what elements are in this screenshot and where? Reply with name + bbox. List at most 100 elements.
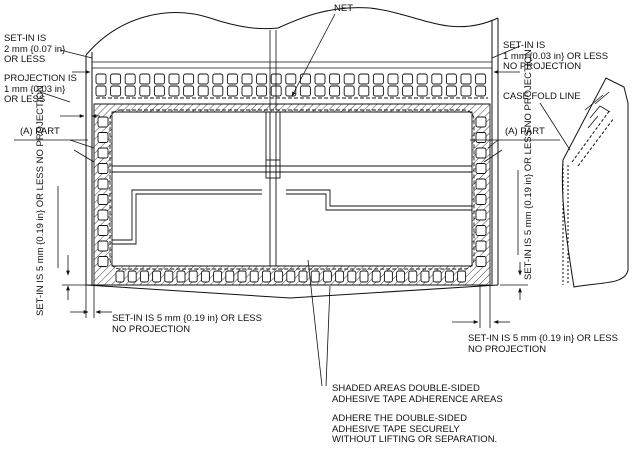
inner-compartments (112, 112, 472, 266)
cell (314, 85, 326, 97)
cell (286, 270, 296, 283)
cell (402, 85, 414, 97)
cell (460, 73, 472, 85)
cell (95, 73, 107, 85)
cell (270, 85, 282, 97)
cell (420, 270, 430, 283)
cell (475, 73, 487, 85)
cell (335, 270, 345, 283)
cell (270, 73, 282, 85)
cell (416, 85, 428, 97)
leader-lines (14, 13, 571, 387)
shaded-areas-label: SHADED AREAS DOUBLE-SIDED ADHESIVE TAPE … (332, 383, 503, 405)
adhesive-tape-band (93, 103, 491, 286)
cell (97, 256, 109, 267)
cell (226, 73, 238, 85)
cell (168, 85, 180, 97)
cell (97, 163, 109, 174)
cushion-outline (85, 18, 499, 299)
cell (387, 85, 399, 97)
setin-top-right-label: SET-IN IS 1 mm {0.03 in} OR LESS NO PROJ… (503, 40, 609, 73)
cell (256, 85, 268, 97)
cell (152, 270, 162, 283)
cell (110, 73, 122, 85)
cell (241, 73, 253, 85)
cell (408, 270, 418, 283)
cell (460, 85, 472, 97)
cell (475, 85, 487, 97)
cell (285, 73, 297, 85)
cell (153, 73, 165, 85)
cell (343, 73, 355, 85)
cell (188, 270, 198, 283)
cell (97, 225, 109, 236)
cell (358, 73, 370, 85)
cell (197, 85, 209, 97)
cell (371, 270, 381, 283)
case-fold-line-label: CASE FOLD LINE (503, 91, 581, 102)
cell (183, 73, 195, 85)
setin-bottom-center-label: SET-IN IS 5 mm {0.19 in} OR LESS NO PROJ… (112, 313, 262, 335)
cell (445, 73, 457, 85)
cell (475, 225, 487, 236)
cell (475, 194, 487, 205)
cell (256, 73, 268, 85)
cell (274, 270, 284, 283)
cell (310, 270, 320, 283)
cell (396, 270, 406, 283)
partition-lines (92, 30, 492, 110)
cell (475, 147, 487, 159)
cell (372, 85, 384, 97)
cell (97, 147, 109, 159)
cell (212, 73, 224, 85)
cell (383, 270, 393, 283)
setin-top-left-label: SET-IN IS 2 mm {0.07 in} OR LESS (4, 33, 66, 66)
tape-band-cells (97, 116, 487, 283)
cell (110, 85, 122, 97)
cell (261, 270, 271, 283)
cell (97, 116, 109, 128)
cell (197, 73, 209, 85)
cell (431, 73, 443, 85)
setin-right-vertical-label: SET-IN IS 5 mm {0.19 in} OR LESS NO PROJ… (523, 49, 534, 280)
cell (225, 270, 235, 283)
cell (241, 85, 253, 97)
cell (475, 256, 487, 267)
cell (226, 85, 238, 97)
cell (402, 73, 414, 85)
cell (127, 270, 137, 283)
cell (343, 85, 355, 97)
adhere-instruction-label: ADHERE THE DOUBLE-SIDED ADHESIVE TAPE SE… (332, 413, 498, 446)
cell (359, 270, 369, 283)
a-part-left-label: (A) PART (20, 126, 60, 137)
cell (432, 270, 442, 283)
cell (445, 85, 457, 97)
cell (475, 116, 487, 128)
net-label: NET (334, 3, 353, 14)
net-outline (96, 97, 488, 270)
cell (475, 240, 487, 252)
setin-left-vertical-label: SET-IN IS 5 mm {0.19 in} OR LESS NO PROJ… (35, 85, 46, 316)
a-part-right-label: (A) PART (505, 126, 545, 137)
cell (164, 270, 174, 283)
cell (95, 85, 107, 97)
cell (457, 270, 467, 283)
cell (431, 85, 443, 97)
cell (139, 85, 151, 97)
cell (97, 178, 109, 190)
cell (237, 270, 247, 283)
cell (183, 85, 195, 97)
cell (153, 85, 165, 97)
cell (200, 270, 210, 283)
cell (298, 270, 308, 283)
cell (249, 270, 259, 283)
setin-bottom-right-label: SET-IN IS 5 mm {0.19 in} OR LESS NO PROJ… (468, 333, 618, 355)
cell (124, 73, 136, 85)
cell (314, 73, 326, 85)
cell (387, 73, 399, 85)
cell (299, 73, 311, 85)
folded-case-flap (561, 77, 629, 288)
cell (115, 270, 125, 283)
